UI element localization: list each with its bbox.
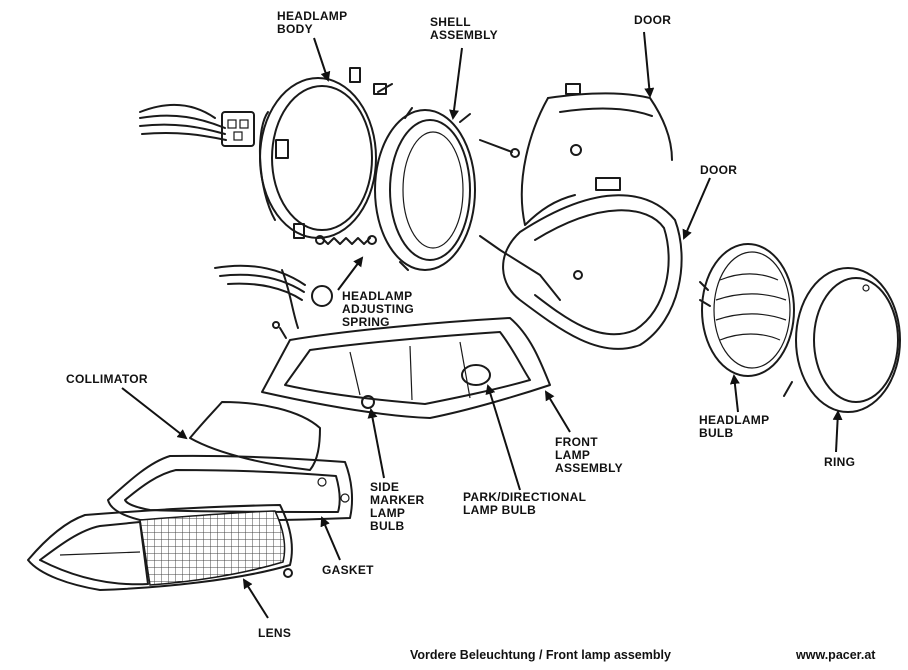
front-lamp-assembly — [261, 317, 551, 419]
label-door-top: DOOR — [634, 13, 672, 27]
headlamp-bulb — [699, 243, 795, 377]
source-credit: www.pacer.at — [796, 648, 876, 662]
headlamp-wiring-harness — [139, 103, 255, 147]
diagram-caption: Vordere Beleuchtung / Front lamp assembl… — [410, 648, 671, 662]
mounting-screw — [479, 139, 520, 158]
label-gasket: GASKET — [322, 563, 374, 577]
lens — [27, 504, 293, 591]
retaining-ring — [783, 267, 901, 413]
label-door-right: DOOR — [700, 163, 738, 177]
collimator — [189, 401, 321, 471]
label-collimator: COLLIMATOR — [66, 372, 148, 386]
label-lens: LENS — [258, 626, 292, 640]
label-ring: RING — [824, 455, 856, 469]
leader-arrows — [121, 31, 843, 619]
door-upper — [520, 83, 673, 226]
headlamp-body — [259, 67, 393, 239]
headlamp-adjusting-spring — [315, 235, 377, 245]
shell-assembly — [374, 107, 476, 271]
door-lower — [479, 194, 683, 350]
side-marker-harness — [214, 264, 333, 329]
